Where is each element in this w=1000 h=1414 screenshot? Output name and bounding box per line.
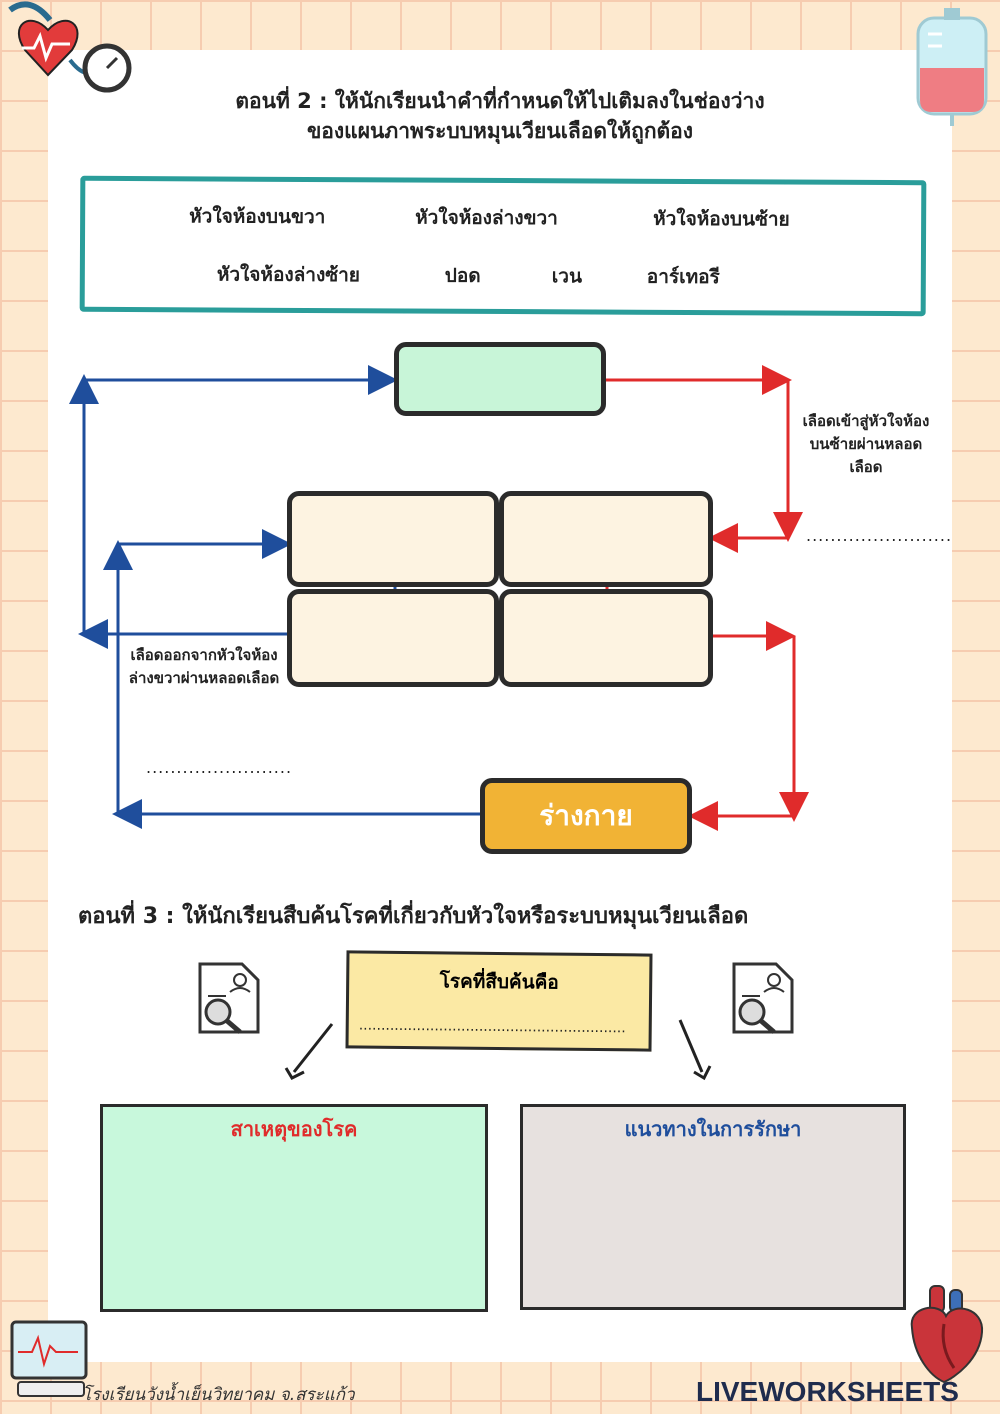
cause-panel[interactable]: สาเหตุของโรค <box>100 1104 488 1312</box>
document-search-icon <box>732 962 794 1034</box>
liveworksheets-logo[interactable]: LIVEWORKSHEETS <box>696 1376 959 1407</box>
left-ventricle-blank-box[interactable] <box>499 589 713 687</box>
school-name: โรงเรียนวังน้ำเย็นวิทยาคม จ.สระแก้ว <box>82 1385 355 1405</box>
lung-blank-box[interactable] <box>394 342 606 416</box>
blank-vessel-right[interactable]: ........................ <box>806 526 953 545</box>
right-atrium-blank-box[interactable] <box>287 491 499 587</box>
left-atrium-blank-box[interactable] <box>499 491 713 587</box>
treatment-label: แนวทางในการรักษา <box>624 1117 802 1141</box>
part2-title-line1: ตอนที่ 2 : ให้นักเรียนนำคำที่กำหนดให้ไปเ… <box>235 89 765 113</box>
note-out-right-ventricle: เลือดออกจากหัวใจห้องล่างขวาผ่านหลอดเลือด <box>128 646 280 687</box>
body-box: ร่างกาย <box>480 778 692 854</box>
treatment-panel[interactable]: แนวทางในการรักษา <box>520 1104 906 1310</box>
right-ventricle-blank-box[interactable] <box>287 589 499 687</box>
document-search-icon <box>198 962 260 1034</box>
cause-label: สาเหตุของโรค <box>230 1117 358 1141</box>
part2-title: ตอนที่ 2 : ให้นักเรียนนำคำที่กำหนดให้ไปเ… <box>60 86 940 146</box>
anatomical-heart-icon <box>910 1285 984 1384</box>
iv-blood-bag-icon <box>916 8 988 126</box>
heart-stethoscope-icon <box>8 1 132 93</box>
blank-vessel-left[interactable]: ........................ <box>146 758 293 777</box>
circulation-arrows <box>69 365 809 831</box>
body-label: ร่างกาย <box>539 799 633 832</box>
heart-monitor-icon <box>10 1320 88 1397</box>
pointer-arrows <box>284 1019 712 1081</box>
disease-label: โรคที่สืบค้นคือ <box>439 970 559 994</box>
note-into-left-atrium: เลือดเข้าสู่หัวใจห้องบนซ้ายผ่านหลอดเลือด <box>802 412 930 476</box>
part3-title: ตอนที่ 3 : ให้นักเรียนสืบค้นโรคที่เกี่ยว… <box>78 904 749 929</box>
part2-title-line2: ของแผนภาพระบบหมุนเวียนเลือดให้ถูกต้อง <box>306 119 694 143</box>
